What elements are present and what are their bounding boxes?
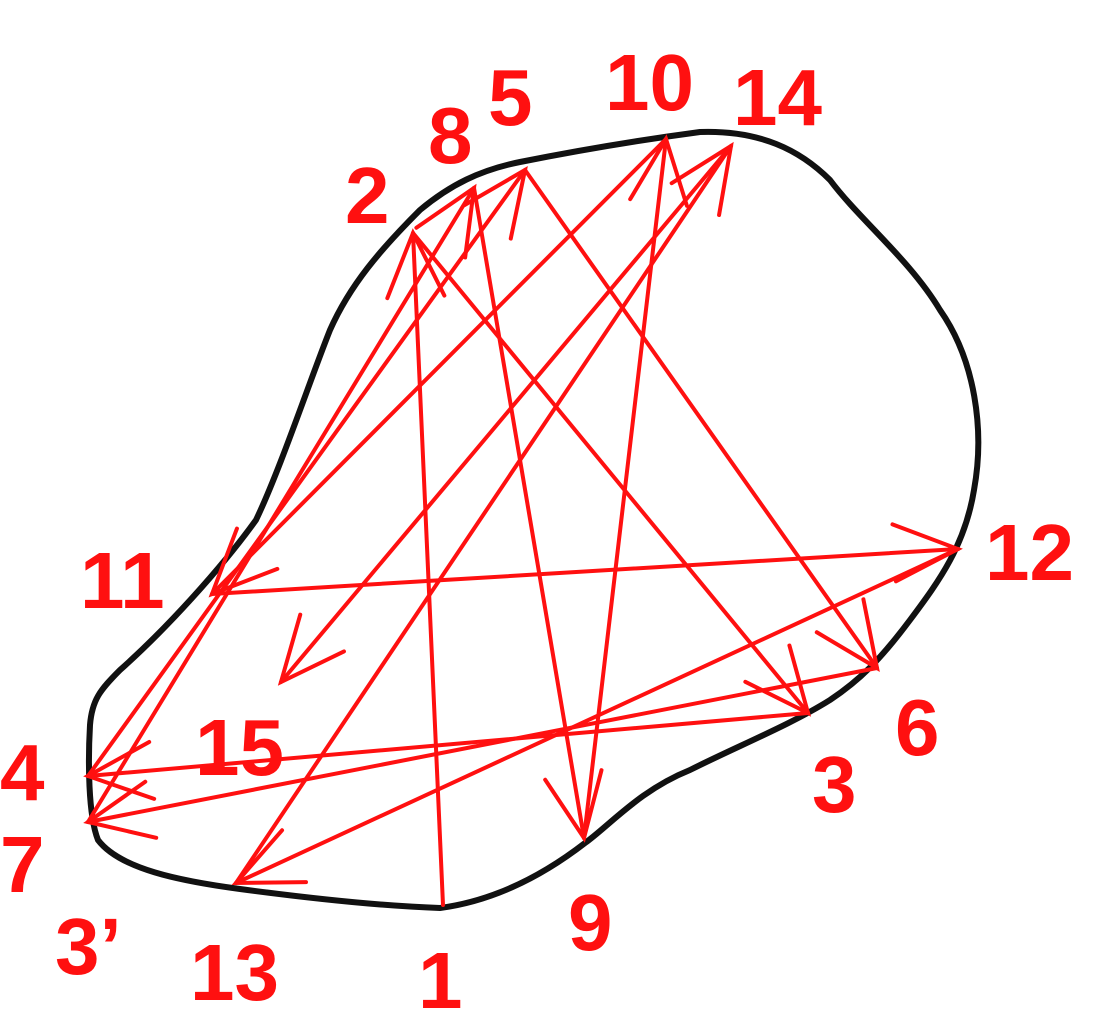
arrow-shaft <box>86 168 527 778</box>
label-8: 8 <box>428 91 473 180</box>
label-2: 2 <box>345 151 390 240</box>
label-4: 4 <box>0 728 45 817</box>
trajectory-arrows <box>83 134 963 907</box>
label-5: 5 <box>488 53 533 142</box>
arrow-shaft <box>523 168 879 670</box>
arrow-head <box>277 612 346 686</box>
arrow-shaft <box>411 231 445 907</box>
label-7: 7 <box>0 820 45 909</box>
arrow-1-to-2 <box>385 228 447 907</box>
label-3: 3 <box>812 740 857 829</box>
label-10: 10 <box>605 38 694 127</box>
label-12: 12 <box>985 508 1074 597</box>
label-9: 9 <box>568 878 613 967</box>
arrow-shaft <box>210 547 960 596</box>
arrow-shaft <box>86 711 810 778</box>
arrow-shaft <box>411 231 810 715</box>
label-14: 14 <box>733 53 822 142</box>
arrow-10-to-11 <box>208 137 668 598</box>
arrow-shaft <box>234 547 960 885</box>
arrow-2-to-3 <box>411 231 812 717</box>
arrow-shaft <box>234 144 733 885</box>
arrow-5-to-6 <box>523 168 880 673</box>
label-13: 13 <box>190 928 279 1017</box>
arrow-11-to-12 <box>210 522 963 596</box>
label-11: 11 <box>80 536 165 625</box>
arrow-13-to-14 <box>234 141 734 885</box>
arrow-shaft <box>279 144 733 684</box>
arrow-shaft <box>582 137 668 840</box>
arrow-4-to-5 <box>86 166 528 778</box>
region-outline <box>85 128 982 911</box>
arrow-shaft <box>86 666 879 824</box>
label-6: 6 <box>895 683 940 772</box>
arrow-shaft <box>210 137 668 596</box>
label-15: 15 <box>195 703 284 792</box>
label-3-prime: 3’ <box>55 902 122 991</box>
arrow-shaft <box>86 186 476 824</box>
arrow-14-to-15 <box>277 144 733 686</box>
label-1: 1 <box>418 936 463 1024</box>
